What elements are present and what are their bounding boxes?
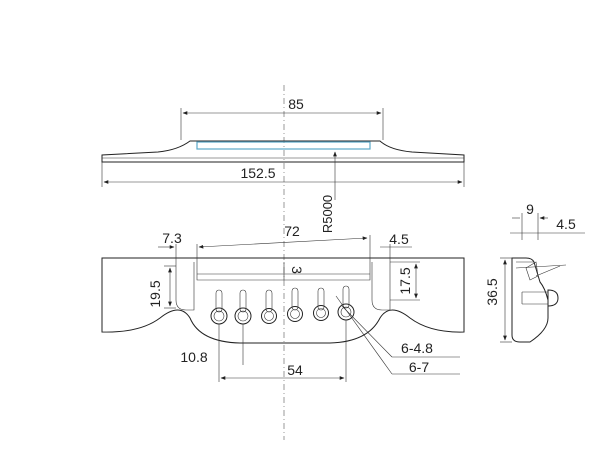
dim-slot-length: 72 — [284, 223, 300, 239]
bridge-pin — [234, 289, 252, 325]
bridge-pin — [313, 287, 329, 321]
top-profile-view: 85 152.5 R5000 — [101, 85, 465, 440]
bridge-pin — [261, 289, 277, 324]
dim-slot-width: 3 — [289, 266, 305, 274]
bridge-profile-outline — [101, 140, 465, 163]
bridge-front-outline — [101, 257, 465, 344]
dim-side-height: 36.5 — [484, 278, 500, 305]
dim-hole-large: 6-4.8 — [401, 340, 433, 356]
bridge-side-outline — [511, 257, 549, 343]
saddle-slot-top — [196, 141, 371, 150]
front-view: 72 7.3 4.5 3 19.5 17.5 10.8 54 — [101, 223, 465, 382]
dim-line-72 — [198, 236, 368, 249]
dim-height-right: 17.5 — [397, 267, 413, 294]
bridge-pin — [287, 287, 303, 322]
bridge-pins — [210, 285, 355, 325]
dim-height-left: 19.5 — [147, 280, 163, 307]
dim-side-width: 9 — [526, 201, 534, 217]
dim-total-length: 152.5 — [240, 165, 275, 181]
dim-slot-offset-right: 4.5 — [389, 231, 409, 247]
dim-radius: R5000 — [320, 195, 335, 233]
side-view: 9 4.5 36.5 — [484, 201, 585, 343]
bridge-pin — [337, 285, 355, 321]
dim-pin-span: 54 — [287, 362, 303, 378]
dim-side-step: 4.5 — [556, 216, 576, 232]
dim-hole-small: 6-7 — [409, 359, 429, 375]
bridge-pin — [210, 289, 228, 325]
dim-top-width: 85 — [288, 96, 304, 112]
dim-pin-spacing: 10.8 — [180, 349, 207, 365]
dim-slot-offset-left: 7.3 — [162, 230, 182, 246]
